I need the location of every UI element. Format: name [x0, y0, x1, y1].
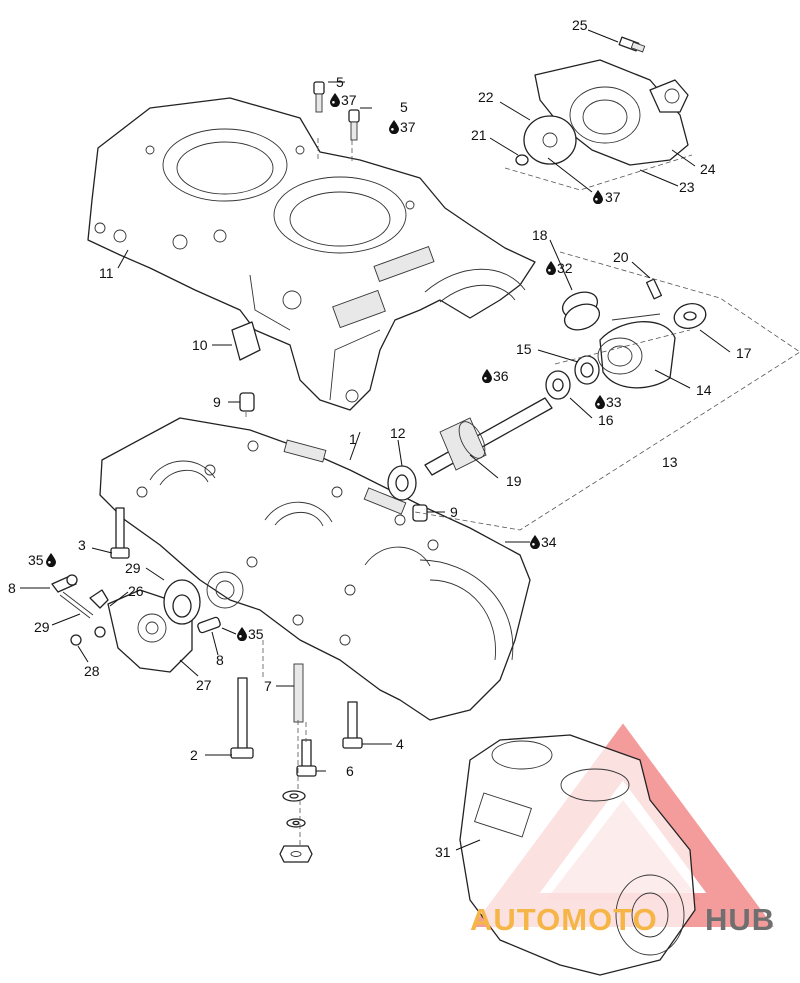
oil-drop-icon: [593, 190, 603, 204]
callout-27: 27: [196, 677, 212, 693]
oil-drop-icon: [530, 535, 540, 549]
callout-22: 22: [478, 89, 494, 105]
callout-8-bottom: 8: [216, 652, 224, 668]
callout-37-b: 37: [400, 119, 416, 135]
oil-drop-icon: [546, 261, 556, 275]
fasteners: [110, 81, 428, 863]
callout-33: 33: [606, 394, 622, 410]
callout-37-a: 37: [341, 92, 357, 108]
oil-drop-icon: [330, 93, 340, 107]
callout-23: 23: [679, 179, 695, 195]
callout-11: 11: [99, 265, 114, 281]
callout-28: 28: [84, 663, 100, 679]
callout-6: 6: [346, 763, 354, 779]
callout-labels: 25 5 37 5 37 22 21 24 23 37 18 32 20 17 …: [8, 17, 752, 860]
callout-36: 36: [493, 368, 509, 384]
callout-10: 10: [192, 337, 208, 353]
callout-3: 3: [78, 537, 86, 553]
callout-29-top: 29: [125, 560, 141, 576]
callout-2: 2: [190, 747, 198, 763]
callout-31: 31: [435, 844, 451, 860]
callout-18: 18: [532, 227, 548, 243]
callout-5-top: 5: [336, 74, 344, 90]
leader-lines: [20, 29, 731, 851]
callout-5-second: 5: [400, 99, 408, 115]
engine-assembly-thumbnail: [459, 734, 696, 976]
callout-25: 25: [572, 17, 588, 33]
callout-34: 34: [541, 534, 557, 550]
oil-drop-icon: [46, 553, 56, 567]
callout-29-left: 29: [34, 619, 50, 635]
callout-9-right: 9: [450, 504, 458, 520]
callout-7: 7: [264, 678, 272, 694]
lower-crankcase: [99, 417, 531, 721]
callout-13: 13: [662, 454, 678, 470]
callout-35-top: 35: [28, 552, 44, 568]
callout-1: 1: [349, 431, 357, 447]
oil-drop-icon: [389, 120, 399, 134]
callout-17: 17: [736, 345, 752, 361]
callout-14: 14: [696, 382, 712, 398]
callout-24: 24: [700, 161, 716, 177]
oil-drop-icon: [595, 395, 605, 409]
callout-26: 26: [128, 583, 144, 599]
callout-21: 21: [471, 127, 487, 143]
watermark-word-automoto: AUTOMOTO: [470, 902, 658, 937]
callout-8-left: 8: [8, 580, 16, 596]
callout-37-c: 37: [605, 189, 621, 205]
upper-crankcase: [87, 97, 536, 411]
callout-12: 12: [390, 425, 406, 441]
oil-drop-icon: [237, 627, 247, 641]
watermark-word-hub: HUB: [705, 902, 775, 937]
oil-drop-icon: [482, 369, 492, 383]
callout-32: 32: [557, 260, 573, 276]
callout-4: 4: [396, 736, 404, 752]
callout-20: 20: [613, 249, 629, 265]
callout-35-bottom: 35: [248, 626, 264, 642]
callout-9-top: 9: [213, 394, 221, 410]
watermark-wordmark: AUTOMOTO HUB: [470, 902, 775, 937]
assembly-dashed-lines: [245, 138, 800, 845]
water-pump-group: [515, 36, 689, 166]
callout-19: 19: [506, 473, 522, 489]
rotary-valve-shaft-group: [387, 278, 707, 501]
callout-16: 16: [598, 412, 614, 428]
oil-pump-assembly: [51, 574, 221, 673]
callout-15: 15: [516, 341, 532, 357]
